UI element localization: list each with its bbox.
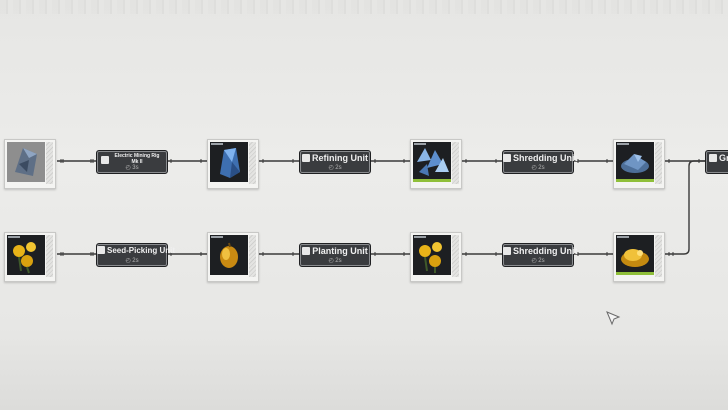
shredding-icon xyxy=(503,247,511,255)
item-card-crystal[interactable] xyxy=(207,139,259,189)
grinding-icon xyxy=(709,154,717,162)
machine-name: Planting Unit xyxy=(312,246,368,256)
top-edge-decoration xyxy=(0,0,728,14)
machine-time: 3s xyxy=(132,165,139,171)
powder-item-icon xyxy=(616,142,654,182)
machine-name: Seed-Picking Unit xyxy=(107,246,176,255)
item-card-flower[interactable] xyxy=(4,232,56,282)
flower-item-icon xyxy=(413,235,451,275)
machine-time: 2s xyxy=(538,165,545,171)
crystal-item-icon xyxy=(210,142,248,182)
item-card-yellow-powder[interactable] xyxy=(613,232,665,282)
shredding-icon xyxy=(503,154,511,162)
seed-item-icon xyxy=(210,235,248,275)
item-card-seed[interactable] xyxy=(207,232,259,282)
item-card-shards[interactable] xyxy=(410,139,462,189)
clock-icon: ◴ xyxy=(328,165,336,171)
machine-name: Shredding Unit xyxy=(513,153,578,163)
item-card-powder[interactable] xyxy=(613,139,665,189)
refining-icon xyxy=(302,154,310,162)
machine-time: 2s xyxy=(335,258,342,264)
machine-time: 2s xyxy=(132,258,139,264)
machine-electric-mining-rig[interactable]: Electric Mining Rig Mk II ◴ 3s xyxy=(96,150,168,174)
machine-name: Electric Mining Rig Mk II xyxy=(114,153,160,165)
machine-planting-unit[interactable]: Planting Unit ◴ 2s xyxy=(299,243,371,267)
rig-icon xyxy=(101,156,109,164)
machine-final-partial[interactable]: Gr xyxy=(705,150,728,174)
clock-icon: ◴ xyxy=(531,165,539,171)
machine-shredding-unit-1[interactable]: Shredding Unit ◴ 2s xyxy=(502,150,578,174)
machine-name: Gr xyxy=(719,153,728,163)
machine-seed-picking-unit[interactable]: Seed-Picking Unit ◴ 2s xyxy=(96,243,175,267)
mouse-cursor-icon xyxy=(606,311,621,326)
flower-item-icon xyxy=(7,235,45,275)
planting-icon xyxy=(302,247,311,255)
item-card-flower-2[interactable] xyxy=(410,232,462,282)
machine-refining-unit[interactable]: Refining Unit ◴ 2s xyxy=(299,150,371,174)
machine-name: Refining Unit xyxy=(312,153,368,163)
clock-icon: ◴ xyxy=(125,258,133,264)
shards-item-icon xyxy=(413,142,451,182)
clock-icon: ◴ xyxy=(125,165,133,171)
clock-icon: ◴ xyxy=(531,258,539,264)
machine-time: 2s xyxy=(538,258,545,264)
item-card-ore[interactable] xyxy=(4,139,56,189)
machine-name: Shredding Unit xyxy=(513,246,578,256)
machine-shredding-unit-2[interactable]: Shredding Unit ◴ 2s xyxy=(502,243,578,267)
yellow-powder-item-icon xyxy=(616,235,654,275)
clock-icon: ◴ xyxy=(328,258,336,264)
machine-time: 2s xyxy=(335,165,342,171)
ore-item-icon xyxy=(7,142,45,182)
seed-picking-icon xyxy=(97,246,105,254)
